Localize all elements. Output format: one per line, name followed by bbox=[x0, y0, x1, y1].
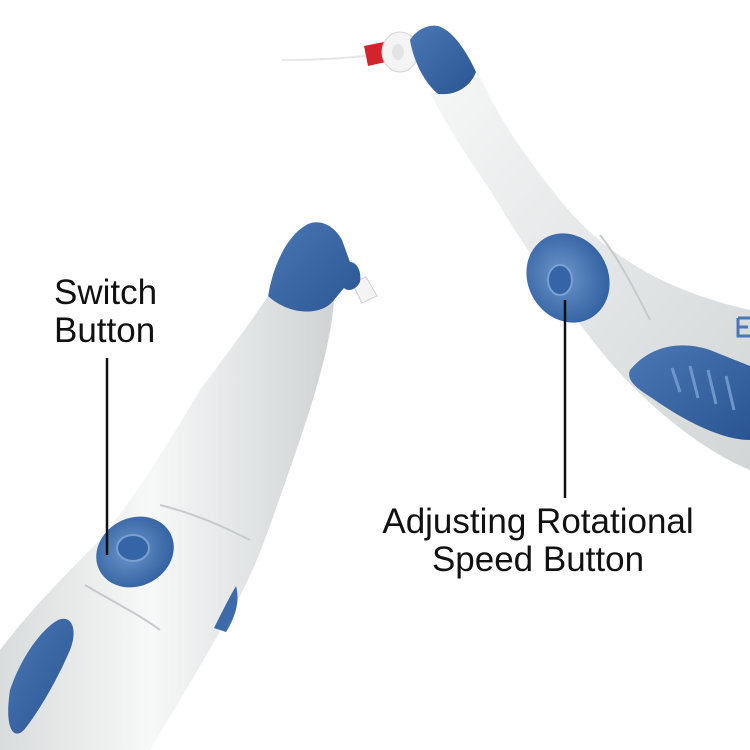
speed-label-line1: Adjusting Rotational bbox=[382, 502, 694, 541]
speed-button bbox=[526, 233, 610, 323]
brush-filament bbox=[281, 54, 373, 61]
right-seam bbox=[599, 234, 651, 321]
right-blue-head bbox=[410, 25, 476, 95]
left-seam bbox=[159, 504, 251, 541]
switch-button bbox=[96, 516, 174, 588]
right-logo-fragment bbox=[736, 316, 750, 338]
left-grip bbox=[8, 618, 74, 734]
switch-button-label: Switch Button bbox=[54, 274, 157, 350]
speed-label-line2: Speed Button bbox=[431, 539, 645, 579]
switch-label-line2: Button bbox=[54, 310, 156, 350]
red-prophy-cup bbox=[364, 42, 386, 66]
right-grip bbox=[629, 345, 750, 440]
left-body bbox=[0, 296, 334, 750]
left-handpiece bbox=[0, 222, 378, 750]
left-seam-2 bbox=[84, 584, 161, 631]
switch-label-line1: Switch bbox=[54, 273, 158, 312]
left-grip-rear bbox=[214, 586, 238, 632]
left-blue-head bbox=[268, 222, 361, 318]
right-handpiece bbox=[281, 25, 750, 470]
speed-button-label: Adjusting Rotational Speed Button bbox=[360, 503, 716, 579]
